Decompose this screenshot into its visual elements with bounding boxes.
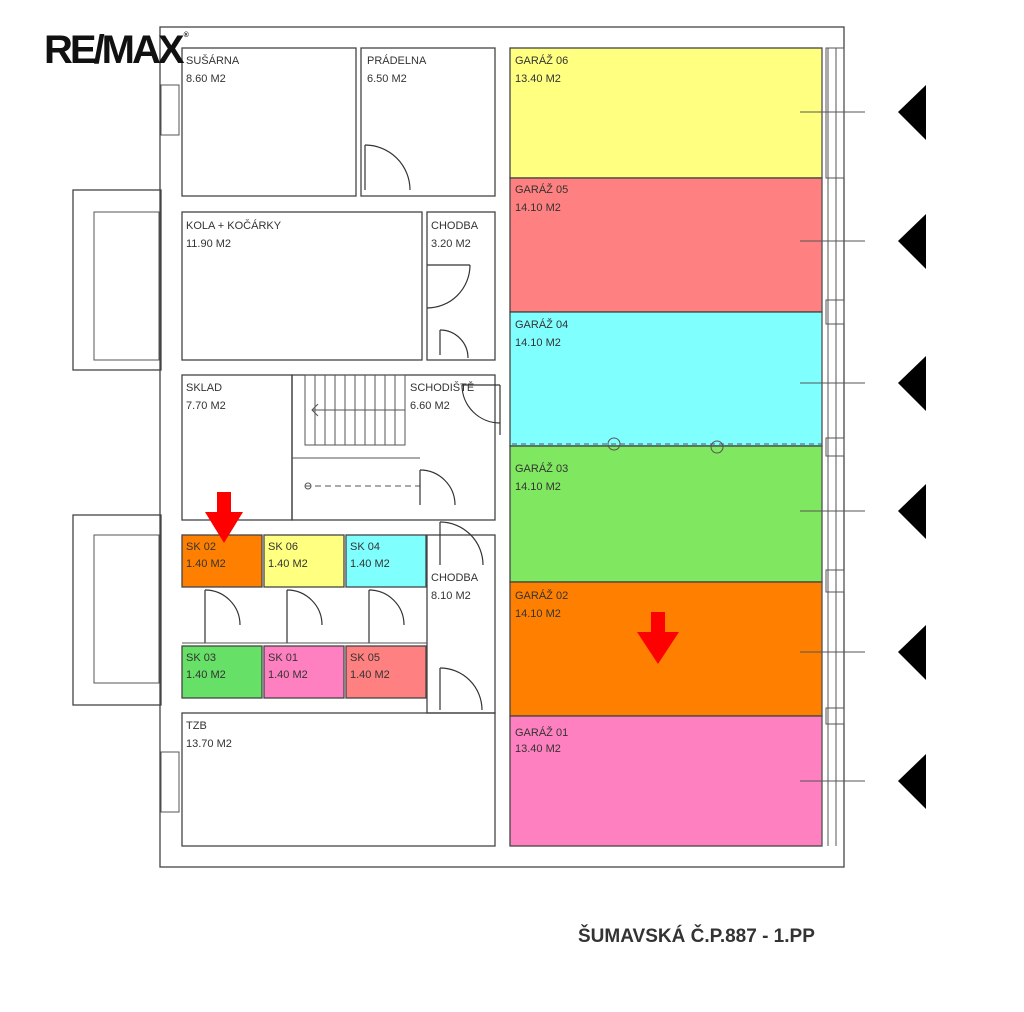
garage-05 [509, 177, 823, 313]
room-area-pradelna: 6.50 M2 [367, 73, 407, 85]
storage-name-sk02: SK 02 [186, 541, 216, 553]
storage-area-sk06: 1.40 M2 [268, 558, 308, 570]
triangle-left-icon [898, 625, 926, 680]
storage-name-sk03: SK 03 [186, 652, 216, 664]
room-area-sklad: 7.70 M2 [186, 400, 226, 412]
garage-area-05: 14.10 M2 [515, 202, 561, 214]
room-susarna [181, 47, 357, 197]
garage-door-strip [821, 47, 845, 846]
door-pradelna [364, 144, 411, 191]
storage-sk05 [345, 645, 427, 699]
room-name-susarna: SUŠÁRNA [186, 54, 240, 67]
garage-area-03: 14.10 M2 [515, 481, 561, 493]
storage-area-sk02: 1.40 M2 [186, 558, 226, 570]
garage-name-04: GARÁŽ 04 [515, 318, 568, 331]
room-name-schodiste: SCHODIŠTĚ [410, 381, 474, 394]
room-chodba-upper [426, 211, 496, 361]
storage-area-sk05: 1.40 M2 [350, 669, 390, 681]
door-schodiste [461, 384, 501, 435]
garage-area-02: 14.10 M2 [515, 608, 561, 620]
door-storage-1 [204, 589, 241, 643]
garage-divider [512, 437, 822, 454]
door-chodba-lower [439, 521, 484, 711]
triangle-left-icon [898, 356, 926, 411]
room-area-chodba-lower: 8.10 M2 [431, 590, 471, 602]
garage-area-06: 13.40 M2 [515, 73, 561, 85]
storage-sk02 [181, 534, 263, 588]
room-chodba-lower [426, 534, 496, 714]
storage-name-sk01: SK 01 [268, 652, 298, 664]
storage-name-sk04: SK 04 [350, 541, 380, 553]
garage-01 [509, 715, 823, 847]
garage-name-05: GARÁŽ 05 [515, 183, 568, 196]
garage-area-04: 14.10 M2 [515, 337, 561, 349]
room-kola [181, 211, 423, 361]
light-well-upper [72, 189, 162, 371]
triangle-left-icon [898, 85, 926, 140]
storage-sk04 [345, 534, 427, 588]
triangle-left-icon [898, 214, 926, 269]
room-name-kola: KOLA + KOČÁRKY [186, 219, 282, 232]
light-well-upper-inner [93, 211, 160, 361]
room-name-pradelna: PRÁDELNA [367, 54, 427, 67]
triangle-left-icon [898, 484, 926, 539]
storage-sk01 [263, 645, 345, 699]
door-storage-2 [286, 589, 323, 643]
garage-name-06: GARÁŽ 06 [515, 54, 568, 67]
room-area-kola: 11.90 M2 [186, 238, 231, 250]
room-sklad [181, 374, 293, 521]
room-name-sklad: SKLAD [186, 382, 222, 394]
window-susarna [160, 84, 180, 136]
arrow-down-icon [637, 612, 679, 664]
triangle-left-icon [898, 754, 926, 809]
door-chodba-upper [426, 264, 471, 359]
light-well-lower [72, 514, 162, 706]
plan-caption: ŠUMAVSKÁ Č.P.887 - 1.PP [578, 926, 815, 947]
staircase [292, 374, 420, 490]
room-tzb [181, 712, 496, 847]
arrow-down-icon [205, 492, 243, 543]
door-stair-landing [419, 469, 456, 506]
garage-name-02: GARÁŽ 02 [515, 589, 568, 602]
storage-area-sk01: 1.40 M2 [268, 669, 308, 681]
garage-area-01: 13.40 M2 [515, 743, 561, 755]
storage-sk03 [181, 645, 263, 699]
room-area-chodba-upper: 3.20 M2 [431, 238, 471, 250]
logo-text: RE/MAX [44, 28, 185, 72]
garage-04 [509, 311, 823, 447]
room-name-tzb: TZB [186, 720, 207, 732]
garage-name-03: GARÁŽ 03 [515, 462, 568, 475]
room-name-chodba-upper: CHODBA [431, 220, 479, 232]
room-area-schodiste: 6.60 M2 [410, 400, 450, 412]
storage-name-sk06: SK 06 [268, 541, 298, 553]
room-pradelna [360, 47, 496, 197]
garage-03 [509, 445, 823, 583]
garage-06 [509, 47, 823, 179]
room-schodiste [291, 374, 496, 521]
storage-area-sk03: 1.40 M2 [186, 669, 226, 681]
garage-name-01: GARÁŽ 01 [515, 726, 568, 739]
garage-entry-lines [800, 111, 865, 782]
storage-name-sk05: SK 05 [350, 652, 380, 664]
room-area-susarna: 8.60 M2 [186, 73, 226, 85]
storage-area-sk04: 1.40 M2 [350, 558, 390, 570]
light-well-lower-inner [93, 534, 160, 684]
storage-sk06 [263, 534, 345, 588]
remax-logo: RE/MAX® [44, 28, 189, 72]
window-tzb [160, 751, 180, 813]
room-area-tzb: 13.70 M2 [186, 738, 232, 750]
room-name-chodba-lower: CHODBA [431, 572, 479, 584]
door-storage-3 [368, 589, 405, 643]
